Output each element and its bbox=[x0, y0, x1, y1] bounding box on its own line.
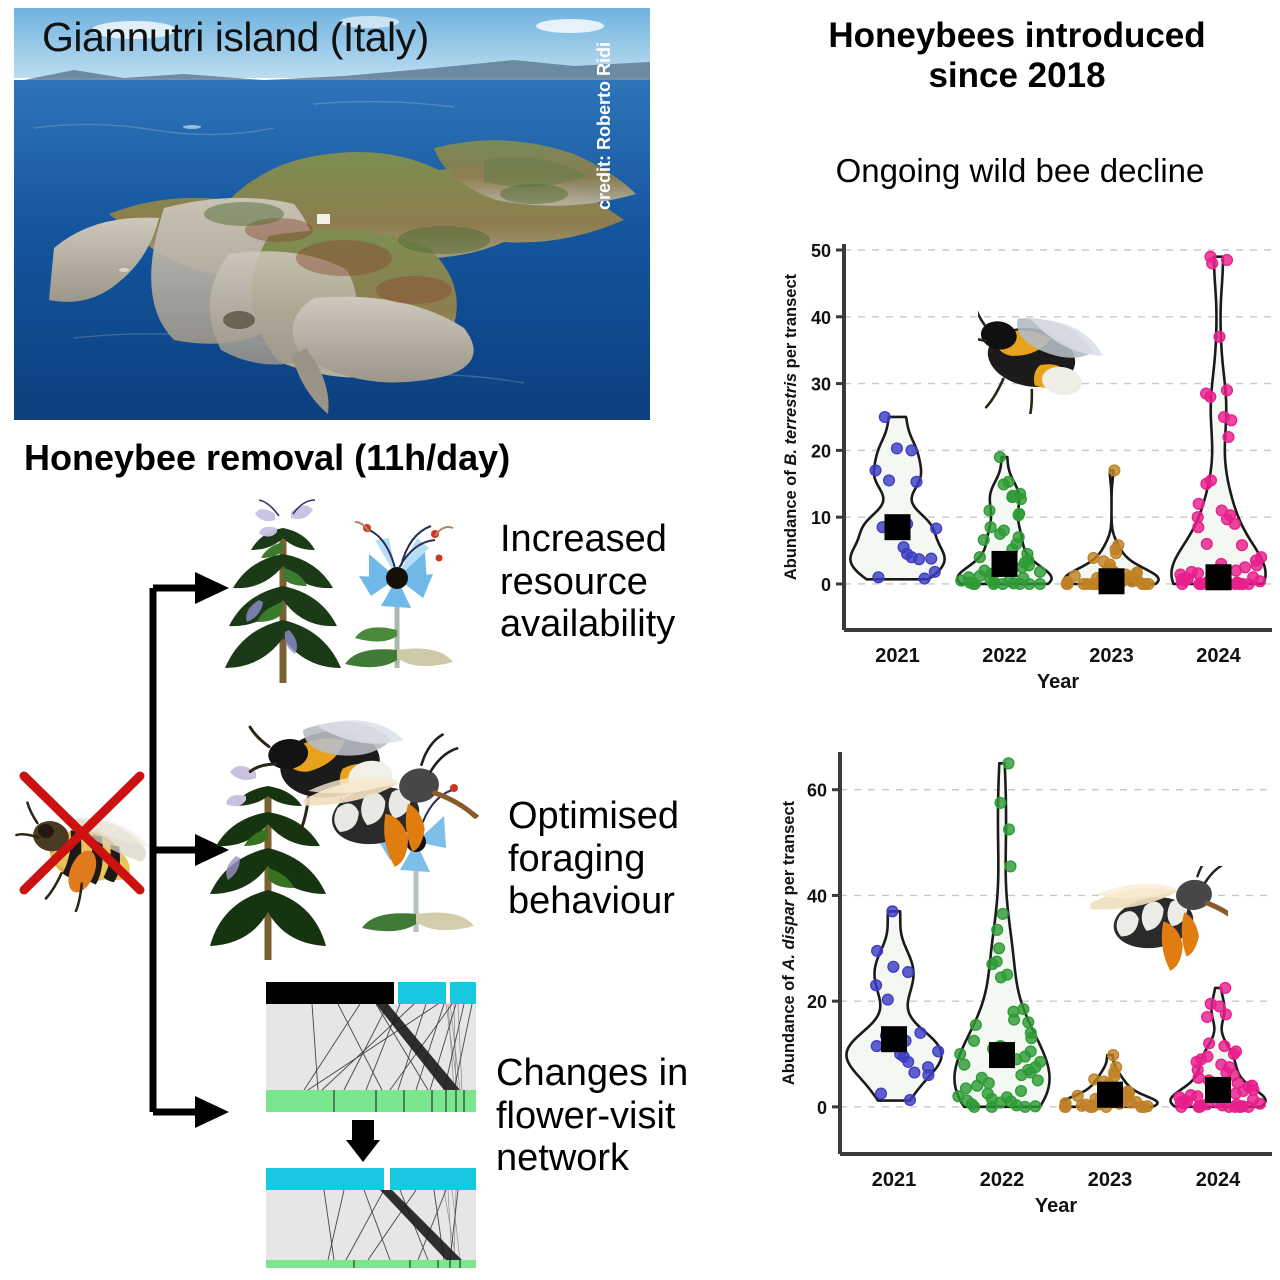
flow-label-line-3: behaviour bbox=[508, 880, 675, 923]
island-photo bbox=[14, 8, 650, 420]
flow-label-optimised-foraging: Optimised foraging behaviour bbox=[508, 795, 758, 923]
bipartite-network-before-after-icon bbox=[248, 978, 498, 1280]
honeybee-removal-heading: Honeybee removal (11h/day) bbox=[24, 437, 511, 478]
flow-label-network-changes: Changes in flower-visit network bbox=[496, 1052, 758, 1180]
flow-label-line-1: Changes in bbox=[496, 1052, 689, 1094]
flow-label-line-1: Optimised bbox=[508, 795, 680, 837]
svg-text:Year: Year bbox=[1037, 671, 1079, 693]
flow-label-line-3: network bbox=[496, 1137, 630, 1180]
crossed-out-honeybee-icon bbox=[8, 762, 158, 913]
svg-text:50: 50 bbox=[811, 241, 831, 261]
photo-credit: credit: Roberto Ridi bbox=[594, 41, 614, 210]
decline-subheading: Ongoing wild bee decline bbox=[835, 152, 1205, 189]
flow-label-line-2: flower-visit bbox=[496, 1094, 676, 1137]
intro-heading-line-2: since 2018 bbox=[928, 55, 1106, 95]
svg-text:2021: 2021 bbox=[875, 645, 920, 667]
svg-text:2024: 2024 bbox=[1196, 645, 1241, 667]
svg-text:30: 30 bbox=[811, 375, 831, 395]
svg-text:0: 0 bbox=[821, 575, 831, 595]
svg-text:60: 60 bbox=[807, 781, 827, 801]
svg-text:40: 40 bbox=[807, 886, 827, 906]
anthophora-illustration-icon bbox=[1078, 847, 1247, 986]
svg-text:Abundance of B. terrestris per: Abundance of B. terrestris per transect bbox=[782, 273, 800, 580]
svg-text:2023: 2023 bbox=[1089, 645, 1134, 667]
bumblebee-illustration-icon bbox=[959, 298, 1114, 423]
svg-text:0: 0 bbox=[817, 1098, 827, 1118]
flow-label-line-2: foraging bbox=[508, 837, 646, 880]
bumblebee-and-anthophora-on-flowers-icon bbox=[200, 720, 520, 970]
svg-text:20: 20 bbox=[807, 992, 827, 1012]
intro-heading-line-1: Honeybees introduced bbox=[828, 16, 1206, 55]
svg-text:2022: 2022 bbox=[982, 645, 1027, 667]
svg-text:10: 10 bbox=[811, 508, 831, 528]
svg-text:40: 40 bbox=[811, 308, 831, 328]
flow-label-increased-resource: Increased resource availability bbox=[500, 518, 750, 646]
flow-label-line-1: Increased bbox=[500, 518, 667, 560]
svg-text:2022: 2022 bbox=[980, 1169, 1025, 1191]
island-photo-title: Giannutri island (Italy) bbox=[42, 14, 429, 60]
svg-text:20: 20 bbox=[811, 441, 831, 461]
svg-text:2023: 2023 bbox=[1088, 1169, 1133, 1191]
flow-bracket-arrows bbox=[125, 560, 245, 1140]
flow-label-line-2: resource bbox=[500, 560, 648, 603]
svg-text:Abundance of A. dispar per tra: Abundance of A. dispar per transect bbox=[780, 800, 798, 1085]
intro-heading: Honeybees introduced since 2018 bbox=[762, 16, 1272, 96]
svg-text:2024: 2024 bbox=[1196, 1169, 1241, 1191]
flow-label-line-3: availability bbox=[500, 603, 676, 646]
rosemary-and-borage-flowers-icon bbox=[205, 498, 485, 688]
svg-text:2021: 2021 bbox=[872, 1169, 917, 1191]
svg-text:Year: Year bbox=[1035, 1195, 1077, 1217]
